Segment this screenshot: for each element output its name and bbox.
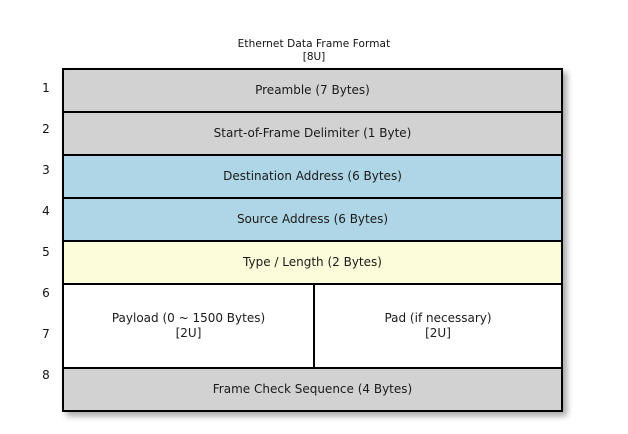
frame-row-source-address: Source Address (6 Bytes) [64,199,561,242]
row-number-4: 4 [42,204,50,218]
frame-field-destination-address: Destination Address (6 Bytes) [64,156,561,197]
ethernet-frame-table: Preamble (7 Bytes) Start-of-Frame Delimi… [62,68,563,412]
frame-field-payload: Payload (0 ~ 1500 Bytes) [2U] [64,285,315,367]
row-number-2: 2 [42,122,50,136]
frame-field-pad-label: Pad (if necessary) [384,311,492,325]
frame-field-pad-sublabel: [2U] [425,326,451,340]
frame-field-frame-check-sequence: Frame Check Sequence (4 Bytes) [64,369,561,410]
frame-row-type-length: Type / Length (2 Bytes) [64,242,561,285]
frame-row-sfd: Start-of-Frame Delimiter (1 Byte) [64,113,561,156]
row-number-gutter: 1 2 3 4 5 6 7 8 [36,68,56,396]
frame-field-start-of-frame-delimiter: Start-of-Frame Delimiter (1 Byte) [64,113,561,154]
frame-row-frame-check-sequence: Frame Check Sequence (4 Bytes) [64,369,561,410]
frame-row-preamble: Preamble (7 Bytes) [64,70,561,113]
row-number-7: 7 [42,327,50,341]
row-number-6: 6 [42,286,50,300]
row-number-5: 5 [42,245,50,259]
frame-field-pad: Pad (if necessary) [2U] [315,285,561,367]
frame-field-payload-sublabel: [2U] [175,326,202,340]
frame-row-payload-pad: Payload (0 ~ 1500 Bytes) [2U] Pad (if ne… [64,285,561,369]
page-title: Ethernet Data Frame Format [237,38,391,50]
row-number-8: 8 [42,368,50,382]
frame-field-preamble: Preamble (7 Bytes) [64,70,561,111]
diagram-subtitle: [8U] [302,51,326,63]
frame-field-payload-label: Payload (0 ~ 1500 Bytes) [111,311,266,325]
frame-row-destination-address: Destination Address (6 Bytes) [64,156,561,199]
frame-field-source-address: Source Address (6 Bytes) [64,199,561,240]
diagram-title-block: Ethernet Data Frame Format [8U] [0,38,628,64]
row-number-1: 1 [42,81,50,95]
row-number-3: 3 [42,163,50,177]
frame-field-type-length: Type / Length (2 Bytes) [64,242,561,283]
